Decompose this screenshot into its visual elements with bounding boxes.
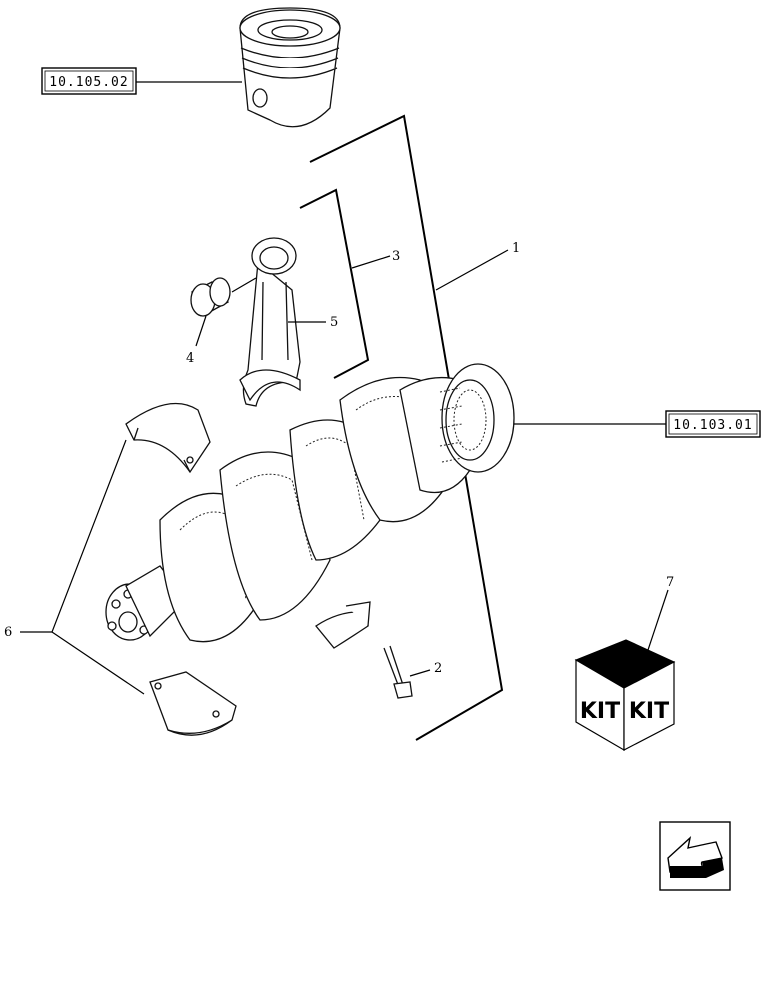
callout-7: 7 — [666, 575, 674, 590]
kit-label-left: KIT — [580, 699, 620, 724]
callout-1: 1 — [512, 241, 520, 256]
callout-7-leader — [647, 589, 669, 651]
callout-4: 4 — [186, 351, 194, 366]
callout-6-leader — [51, 439, 145, 695]
piston-ref-label[interactable]: 10.105.02 — [49, 75, 128, 90]
callout-5: 5 — [330, 315, 338, 330]
callout-2-leader — [409, 669, 431, 677]
callout-2: 2 — [434, 661, 442, 676]
bolt-illustration — [383, 645, 413, 699]
piston-illustration — [239, 7, 341, 128]
kit-box-icon: KIT KIT — [574, 639, 676, 752]
rod-cap-illustration — [315, 601, 371, 649]
item-3-bracket — [299, 188, 370, 379]
callout-1-leader — [435, 249, 509, 291]
callout-3: 3 — [392, 249, 400, 264]
lower-bearing-shell-illustration — [149, 671, 237, 736]
callout-3-leader — [351, 255, 391, 269]
bushing-illustration — [190, 277, 257, 317]
kit-label-right: KIT — [629, 699, 669, 724]
crankshaft-illustration — [105, 363, 515, 643]
flywheel-ref-label[interactable]: 10.103.01 — [673, 418, 752, 433]
callout-6: 6 — [4, 625, 12, 640]
upper-bearing-shell-illustration — [125, 402, 211, 474]
back-arrow-icon[interactable] — [659, 821, 731, 891]
callout-4-leader — [195, 315, 207, 347]
connecting-rod-illustration — [239, 237, 301, 407]
